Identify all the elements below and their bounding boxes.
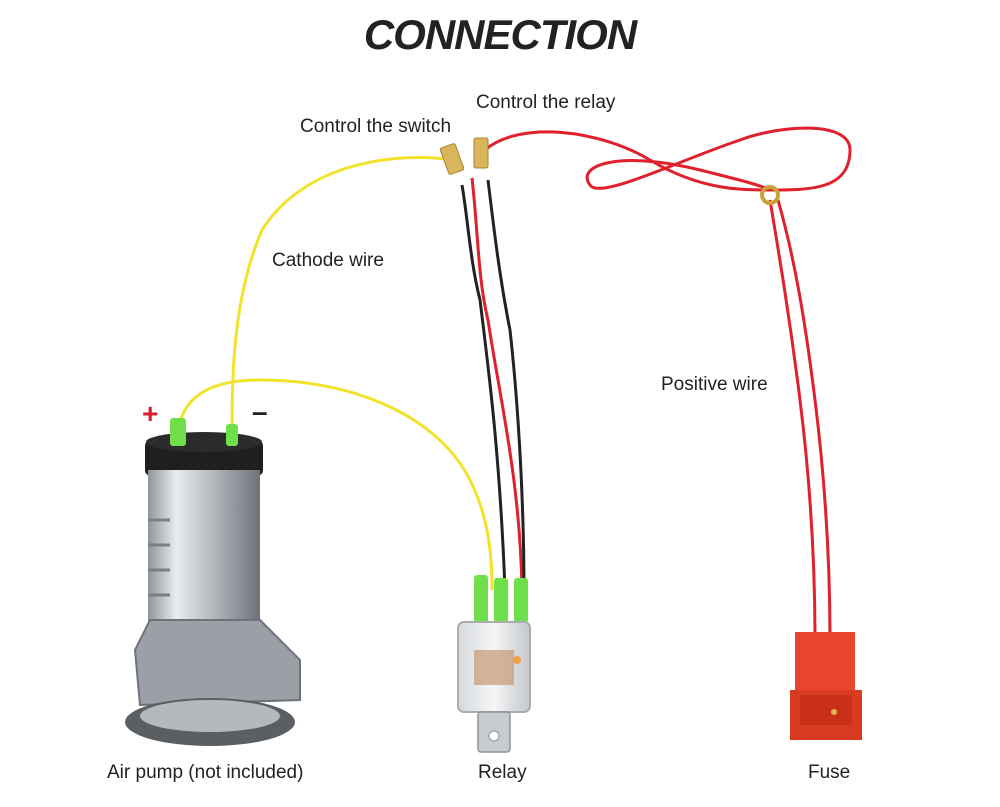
label-positive-wire: Positive wire [661, 374, 768, 395]
air-pump [125, 418, 301, 746]
label-cathode-wire: Cathode wire [272, 250, 384, 271]
fuse-holder [790, 632, 862, 740]
ring-terminal [760, 185, 780, 205]
label-control-switch: Control the switch [300, 116, 452, 137]
label-air-pump: Air pump (not included) [107, 762, 304, 783]
relay [457, 575, 531, 753]
label-relay: Relay [478, 762, 527, 783]
label-minus: – [252, 396, 268, 427]
diagram-title: CONNECTION [363, 11, 637, 58]
positive-wire-loop [484, 126, 852, 641]
label-fuse: Fuse [808, 762, 851, 783]
label-plus: + [142, 398, 159, 429]
label-control-relay: Control the relay [476, 92, 616, 113]
relay-wires [460, 177, 526, 591]
spade-terminals [439, 137, 489, 175]
yellow-wires [176, 156, 494, 591]
